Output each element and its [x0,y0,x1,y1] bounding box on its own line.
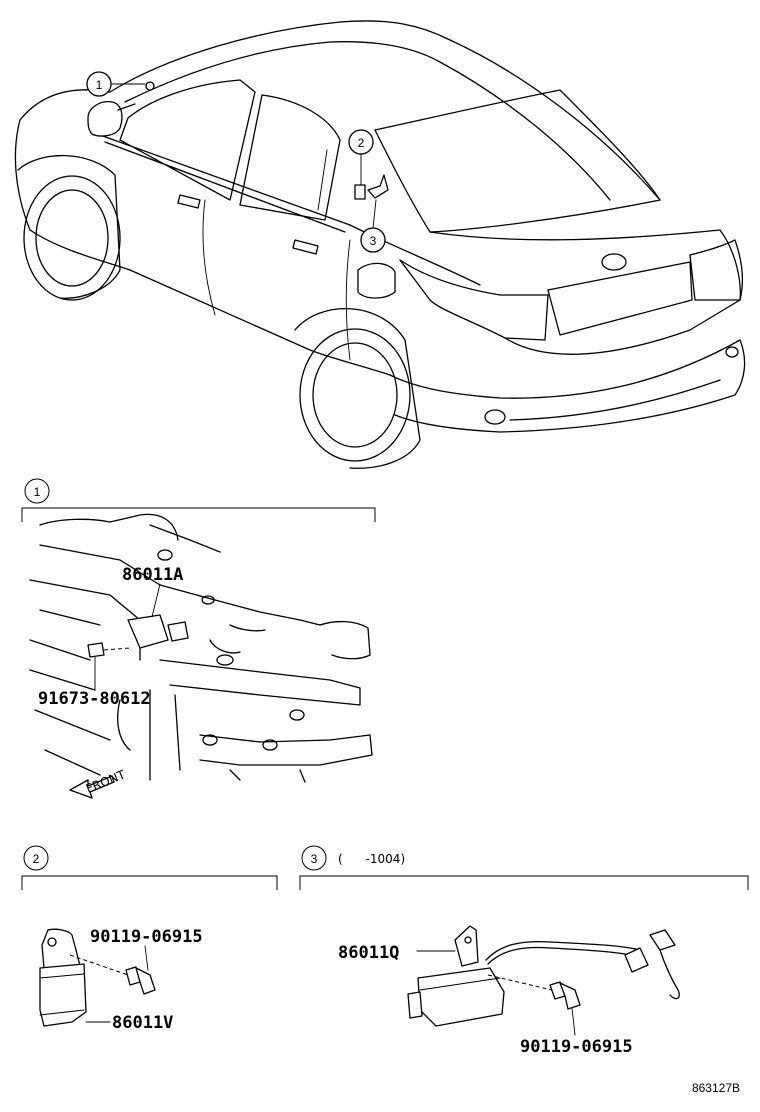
section-2-number: 2 [33,852,40,866]
section-1: FRONT [21,478,376,799]
front-arrow-icon [69,775,115,799]
section-1-frame [21,507,376,522]
part-number-90119-06915-a: 90119-06915 [90,927,203,947]
sensor-86011V-illustration [39,928,156,1027]
callout-2-label: 2 [358,136,365,150]
section-2 [21,845,278,1027]
section-3 [299,845,749,1036]
part-number-86011V: 86011V [112,1013,173,1033]
callout-3-label: 3 [370,234,377,248]
section-2-frame [21,875,278,890]
engine-illustration [29,513,373,783]
front-label: FRONT [84,767,128,796]
section-3-number: 3 [311,852,318,866]
section-2-marker [23,845,49,871]
section-3-marker [301,845,327,871]
section-1-marker [24,478,50,504]
part-number-86011A: 86011A [122,565,183,585]
section-1-number: 1 [34,485,41,499]
part-number-86011Q: 86011Q [338,943,399,963]
car-illustration [14,20,746,469]
module-86011Q-illustration [407,925,680,1036]
section-3-condition: ( -1004) [338,852,405,866]
figure-code: 863127B [692,1081,740,1095]
part-number-91673-80612: 91673-80612 [38,689,151,709]
section-3-frame [299,875,749,890]
part-number-90119-06915-b: 90119-06915 [520,1037,633,1057]
callout-1-label: 1 [96,78,103,92]
